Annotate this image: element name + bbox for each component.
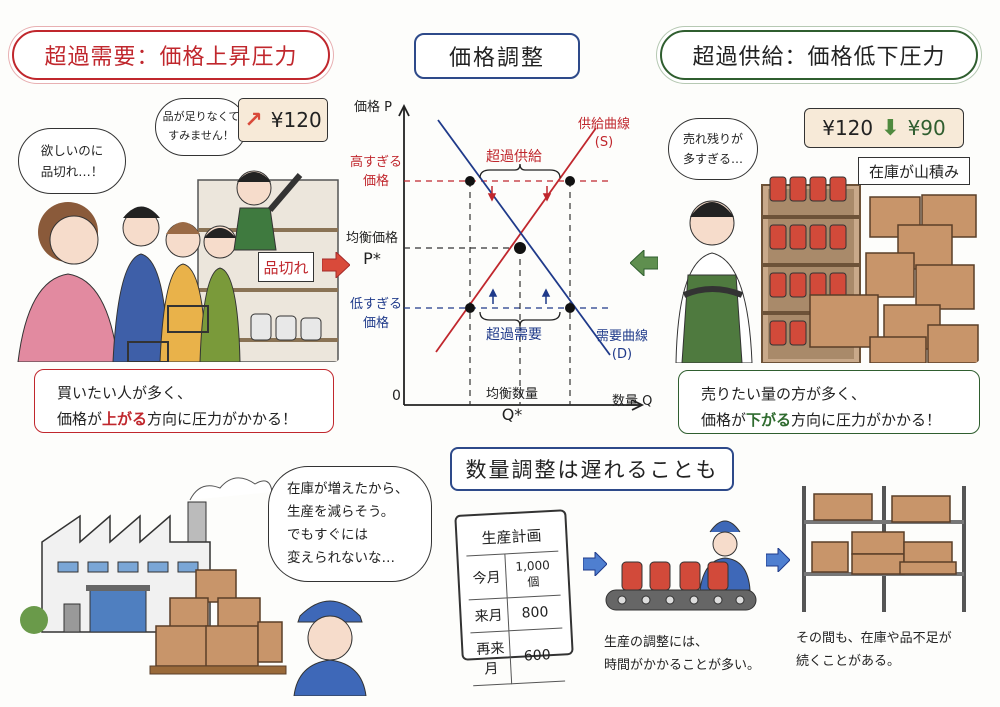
- excess-demand-title: 超過需要：価格上昇圧力: [12, 30, 330, 80]
- price-tag-up: ↗ ¥120: [238, 98, 328, 142]
- price-adjustment-title: 価格調整: [414, 33, 580, 79]
- right-arrow-icon: [582, 550, 608, 580]
- production-plan-table: 今月 1,000個 来月 800 再来月 600: [466, 551, 566, 687]
- overstock-shop-illustration: [670, 165, 980, 363]
- clerk-thought-bubble: 売れ残りが 多すぎる…: [668, 118, 758, 180]
- y-axis-label: 価格 P: [354, 100, 392, 115]
- production-caption: 生産の調整には、 時間がかかることが多い。: [604, 635, 761, 673]
- sold-out-sign: 品切れ: [258, 252, 314, 282]
- clerk-speech-bubble: 品が足りなくて すみません！: [155, 98, 247, 156]
- factory-illustration: [10, 470, 290, 704]
- down-arrow-icon: ⬇: [881, 115, 900, 141]
- excess-supply-note: 売りたい量の方が多く、 価格が下がる方向に圧力がかかる！: [678, 370, 980, 434]
- equilibrium-quantity-label: 均衡数量 Q*: [486, 387, 539, 424]
- excess-supply-note-line2: 価格が下がる方向に圧力がかかる！: [701, 411, 942, 430]
- excess-supply-gap-label: 超過供給: [486, 149, 542, 165]
- low-price-label: 低すぎる 価格: [350, 297, 403, 331]
- excess-demand-gap-label: 超過需要: [486, 327, 542, 343]
- high-price-label: 高すぎる 価格: [350, 155, 403, 189]
- up-arrow-icon: ↗: [244, 107, 263, 133]
- right-arrow-icon: [765, 546, 791, 576]
- table-row: 来月 800: [468, 595, 563, 633]
- customer-thought-bubble: 欲しいのに 品切れ…！: [18, 128, 126, 194]
- origin-label: 0: [392, 388, 401, 404]
- supply-demand-chart: 価格 P 高すぎる 価格 均衡価格 P* 低すぎる 価格 超過供給 超過需要 供…: [340, 90, 660, 444]
- x-axis-label: 数量 Q: [612, 394, 653, 409]
- quantity-adjustment-title: 数量調整は遅れることも: [450, 447, 734, 491]
- excess-supply-title: 超過供給：価格低下圧力: [660, 30, 978, 80]
- excess-demand-note: 買いたい人が多く、 価格が上がる方向に圧力がかかる！: [34, 369, 334, 433]
- left-arrow-icon: [629, 248, 659, 280]
- production-plan-title: 生産計画: [464, 517, 559, 557]
- price-tag-down: ¥120 ⬇ ¥90: [804, 108, 964, 148]
- supply-curve-label: 供給曲線 (S): [578, 117, 631, 151]
- inventory-pile-sign: 在庫が山積み: [858, 157, 970, 185]
- table-row: 今月 1,000個: [466, 551, 561, 600]
- warehouse-shelf-illustration: [800, 486, 970, 620]
- demand-curve-label: 需要曲線 (D): [596, 329, 649, 363]
- excess-demand-note-line2: 価格が上がる方向に圧力がかかる！: [57, 410, 298, 429]
- right-arrow-icon: [321, 250, 351, 282]
- equilibrium-price-label: 均衡価格 P*: [346, 231, 399, 268]
- conveyor-belt-illustration: [600, 502, 760, 626]
- inventory-caption: その間も、在庫や品不足が 続くことがある。: [796, 631, 952, 669]
- worker-thought-bubble: 在庫が増えたから、 生産を減らそう。 でもすぐには 変えられないな…: [268, 466, 432, 582]
- production-plan-clipboard: 生産計画 今月 1,000個 来月 800 再来月 600: [454, 509, 574, 686]
- table-row: 再来月 600: [470, 628, 566, 686]
- thinking-worker-illustration: [290, 586, 370, 700]
